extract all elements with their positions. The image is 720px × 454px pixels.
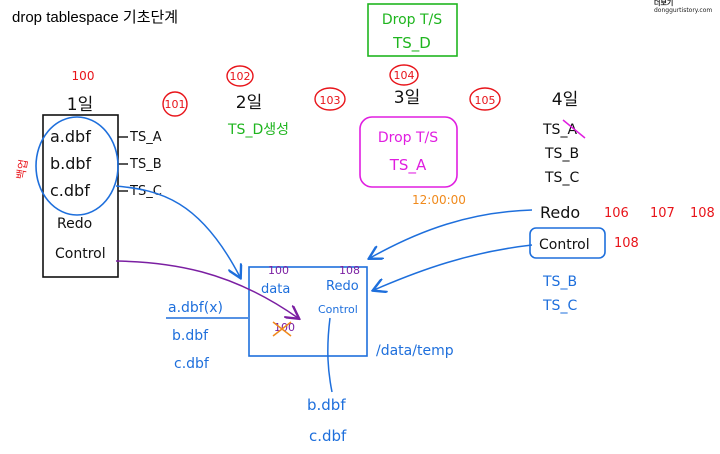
day4-redo: Redo [540, 203, 580, 222]
center-scn-left: 100 [268, 264, 289, 277]
day4-scn-106: 106 [604, 206, 629, 221]
day4-ts-a-strike [562, 119, 586, 139]
day4-control-box [529, 227, 606, 259]
drop-tsd-box [367, 3, 458, 57]
center-cross-2 [272, 321, 292, 337]
drop-tsd-line2: TS_D [392, 34, 431, 53]
drop-tsd-line1: Drop T/S [382, 12, 442, 28]
scn-102: 102 [230, 70, 251, 83]
day4-scn-108: 108 [690, 206, 715, 221]
center-redo: Redo [326, 279, 359, 294]
arrow-files-to-center [115, 185, 240, 277]
scn-104-circle [389, 64, 419, 86]
day4-label: 4일 [552, 90, 578, 110]
day1-ts-b: TS_B [129, 157, 162, 172]
day1-ts-a: TS_A [129, 130, 162, 145]
center-data: data [261, 282, 290, 297]
watermark-line1: 더보기 [654, 0, 674, 7]
page-title: drop tablespace 기초단계 [12, 9, 179, 26]
day4-scn-107: 107 [650, 206, 675, 221]
day2-label: 2일 [236, 93, 262, 113]
restore-b: b.dbf [172, 328, 209, 344]
arrow-redo-to-center [370, 209, 533, 258]
arrow-control-to-center [115, 260, 298, 318]
day3-time: 12:00:00 [412, 193, 466, 207]
day1-file-c: c.dbf [50, 181, 90, 200]
backup-ellipse [35, 116, 119, 216]
bottom-c: c.dbf [309, 427, 347, 445]
watermark-logo: 더보기 donggurtistory.com [654, 0, 716, 18]
day1-control: Control [55, 246, 106, 262]
day4-ts-c: TS_C [544, 170, 579, 186]
day4-blue-ts-c: TS_C [542, 298, 577, 314]
day1-file-a: a.dbf [50, 127, 91, 146]
day3-label: 3일 [394, 88, 420, 108]
bottom-b: b.dbf [307, 396, 346, 414]
restore-a: a.dbf(x) [168, 300, 223, 316]
line-center-to-bottom [327, 317, 333, 393]
day4-blue-ts-b: TS_B [542, 274, 577, 290]
day3-drop-line1: Drop T/S [378, 130, 438, 146]
center-scn-right: 108 [339, 264, 360, 277]
day4-control: Control [539, 237, 590, 253]
center-box [248, 266, 368, 357]
arrow-control4-to-center [374, 244, 533, 290]
scn-103: 103 [320, 94, 341, 107]
day1-ts-c: TS_C [129, 184, 162, 199]
day1-file-b: b.dbf [50, 154, 92, 173]
day1-label: 1일 [67, 95, 93, 115]
day4-ts-a: TS_A [542, 122, 577, 138]
day3-drop-line2: TS_A [389, 156, 427, 175]
scn-103-circle [314, 87, 346, 111]
restore-c: c.dbf [174, 356, 210, 372]
scn-101: 101 [165, 98, 186, 111]
scn-102-circle [226, 65, 254, 87]
scn-105: 105 [475, 94, 496, 107]
day4-control-scn: 108 [614, 236, 639, 251]
backup-label: 백업 [14, 158, 30, 180]
center-control: Control [318, 303, 358, 316]
data-temp-label: /data/temp [376, 343, 454, 359]
day3-drop-box [359, 116, 458, 188]
scn-101-circle [162, 91, 188, 117]
watermark-line2: donggurtistory.com [654, 7, 713, 14]
day2-note: TS_D생성 [227, 122, 289, 138]
day1-redo: Redo [57, 216, 92, 232]
day4-ts-b: TS_B [544, 146, 579, 162]
scn-100: 100 [72, 69, 95, 83]
scn-105-circle [469, 87, 501, 111]
scn-104: 104 [394, 69, 415, 82]
day1-box [42, 114, 119, 278]
